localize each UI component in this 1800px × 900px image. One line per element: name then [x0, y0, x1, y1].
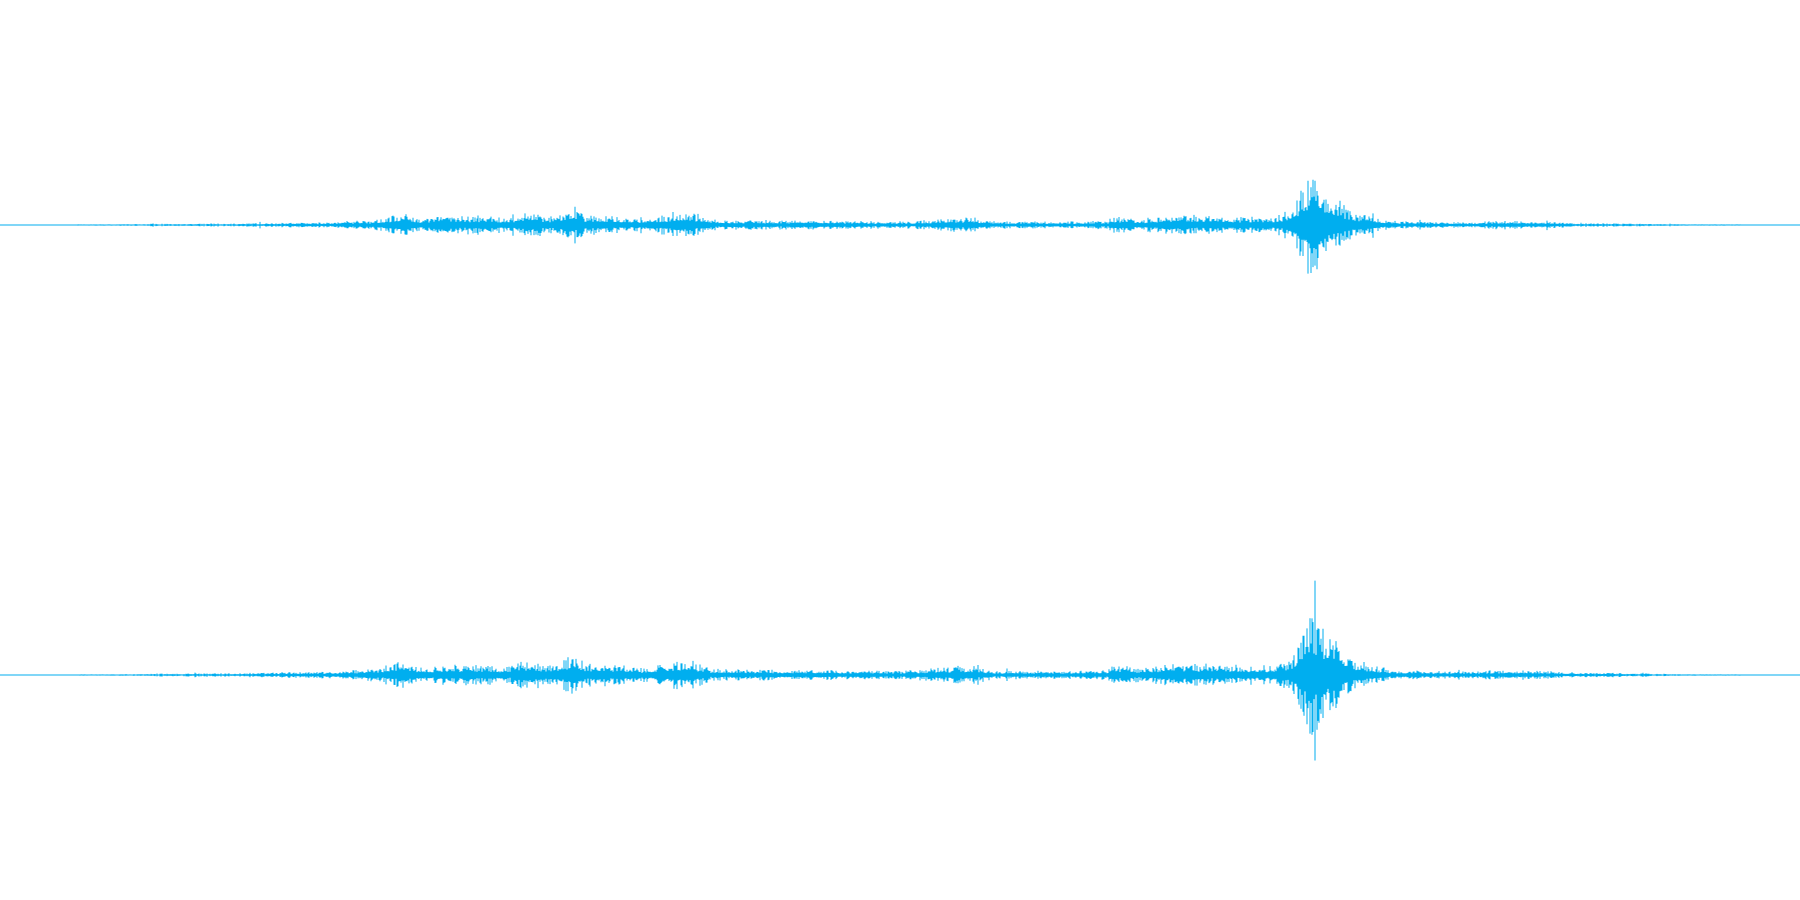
- waveform-trace: [77, 580, 1741, 761]
- waveform-channel-right: [0, 580, 1800, 761]
- waveform-channel-left: [0, 179, 1800, 274]
- waveform-trace: [77, 179, 1741, 274]
